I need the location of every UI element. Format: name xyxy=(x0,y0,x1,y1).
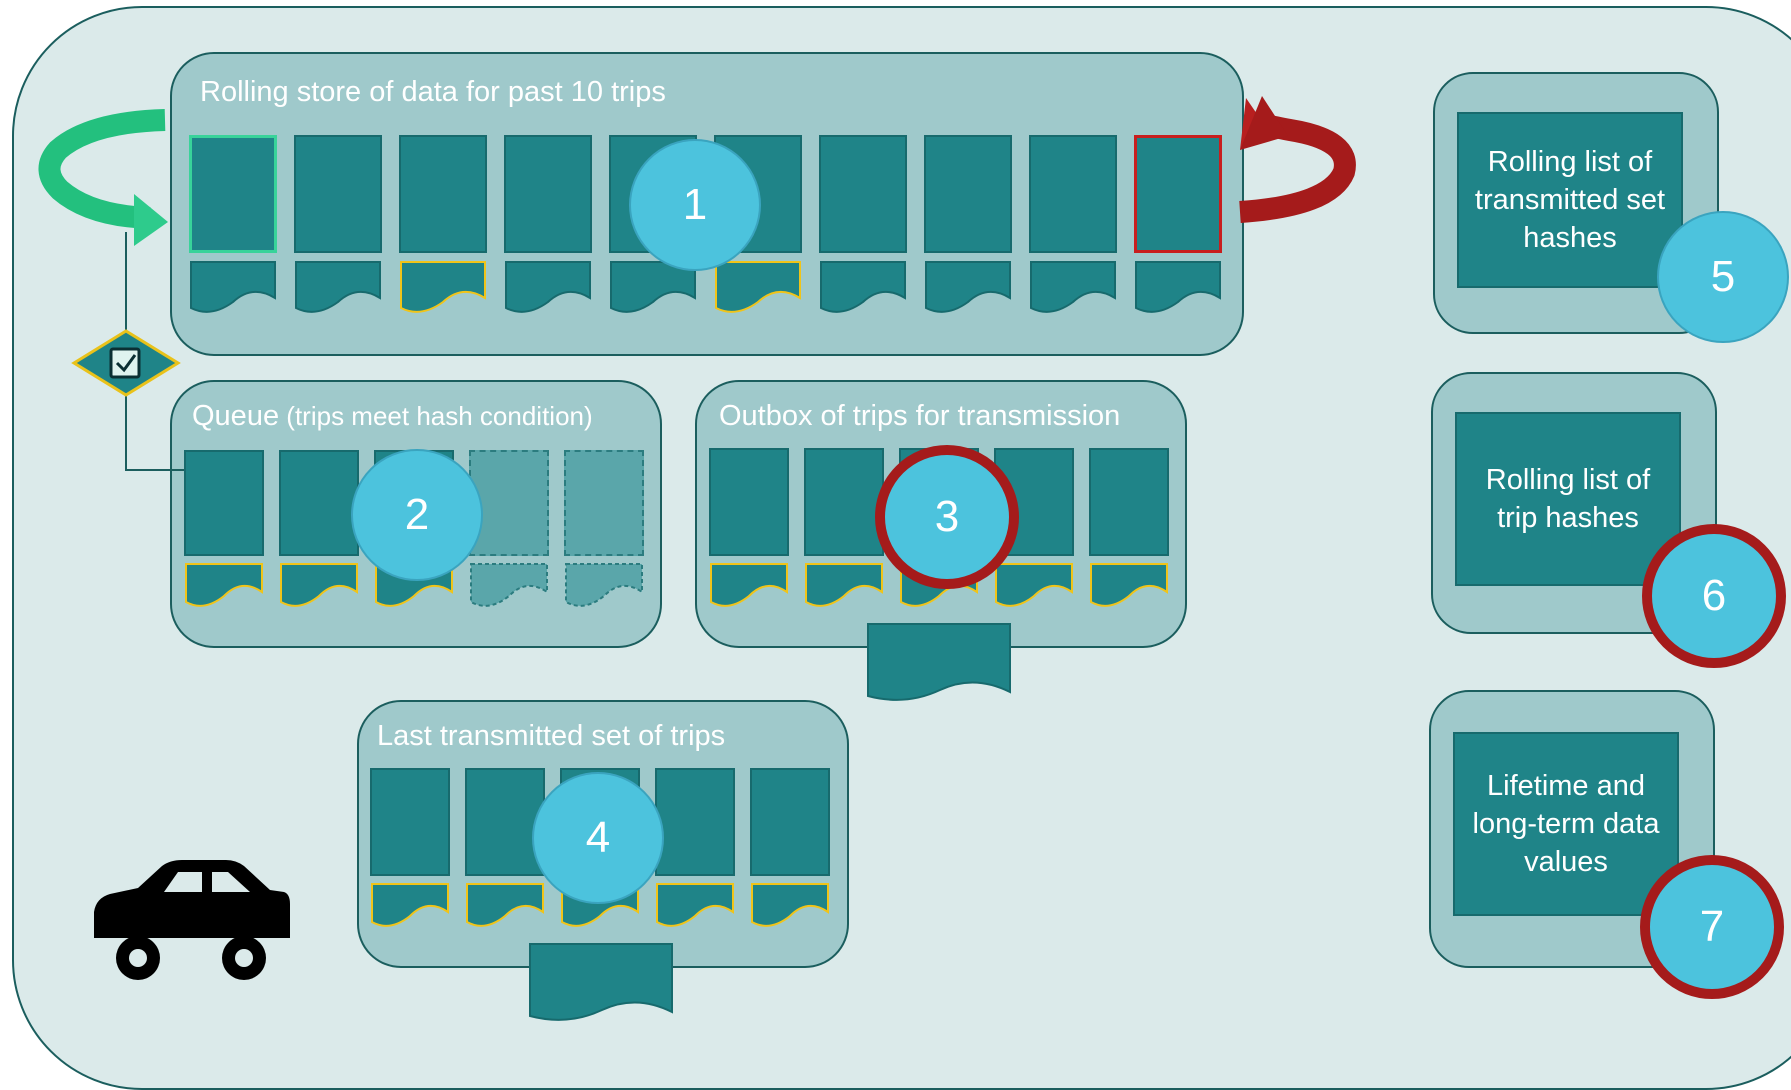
outbox-trip-doc xyxy=(804,562,884,615)
trip-hashes-label: Rolling list of trip hashes xyxy=(1455,412,1681,586)
rolling-store-title: Rolling store of data for past 10 trips xyxy=(200,76,666,108)
car-icon xyxy=(94,860,290,980)
red-arrow-icon xyxy=(1239,96,1356,223)
set-hashes-label: Rolling list of transmitted set hashes xyxy=(1457,112,1683,288)
queue-title-sub: (trips meet hash condition) xyxy=(279,401,593,431)
outbox-title: Outbox of trips for transmission xyxy=(719,400,1121,432)
rolling-store-trip-doc xyxy=(294,260,382,321)
badge-1: 1 xyxy=(629,139,761,271)
rolling-store-trip-card xyxy=(189,135,277,253)
green-arrow-icon xyxy=(38,109,168,246)
rolling-store-trip-doc xyxy=(504,260,592,321)
rolling-store-trip-doc xyxy=(609,260,697,321)
queue-trip-card xyxy=(564,450,644,556)
lifetime-values-label: Lifetime and long-term data values xyxy=(1453,732,1679,916)
queue-title-main: Queue xyxy=(192,400,280,432)
rolling-store-trip-doc xyxy=(714,260,802,321)
rolling-store-trip-doc xyxy=(819,260,907,321)
rolling-store-trip-doc xyxy=(1134,260,1222,321)
outbox-trip-doc xyxy=(994,562,1074,615)
diagram-overlay xyxy=(38,96,1356,980)
rolling-store-trip-card xyxy=(294,135,382,253)
outbox-trip-doc xyxy=(1089,562,1169,615)
last-transmitted-trip-doc xyxy=(465,882,545,935)
queue-trip-doc xyxy=(469,562,549,615)
last-transmitted-trip-card xyxy=(655,768,735,876)
last-transmitted-trip-doc xyxy=(750,882,830,935)
rolling-store-trip-doc xyxy=(1029,260,1117,321)
rolling-store-trip-card xyxy=(1029,135,1117,253)
queue-trip-doc xyxy=(184,562,264,615)
lifetime-values-panel: Lifetime and long-term data values xyxy=(1429,690,1715,968)
last-transmitted-bundle-doc xyxy=(528,942,674,1033)
checkbox-diamond-icon xyxy=(71,329,181,397)
rolling-store-trip-doc xyxy=(924,260,1012,321)
set-hashes-panel: Rolling list of transmitted set hashes xyxy=(1433,72,1719,334)
last-transmitted-trip-card xyxy=(370,768,450,876)
badge-3: 3 xyxy=(875,445,1019,589)
queue-trip-doc xyxy=(279,562,359,615)
queue-connector-line xyxy=(125,232,184,471)
outbox-trip-card xyxy=(709,448,789,556)
rolling-store-trip-doc xyxy=(189,260,277,321)
rolling-store-trip-card xyxy=(924,135,1012,253)
outbox-bundle-doc xyxy=(866,622,1012,713)
badge-2: 2 xyxy=(351,449,483,581)
last-transmitted-trip-card xyxy=(750,768,830,876)
outbox-trip-card xyxy=(1089,448,1169,556)
rolling-store-trip-card xyxy=(399,135,487,253)
badge-4: 4 xyxy=(532,772,664,904)
last-transmitted-trip-card xyxy=(465,768,545,876)
last-transmitted-trip-doc xyxy=(370,882,450,935)
queue-trip-card xyxy=(469,450,549,556)
badge-7: 7 xyxy=(1640,855,1784,999)
badge-6: 6 xyxy=(1642,524,1786,668)
last-transmitted-trip-doc xyxy=(655,882,735,935)
last-transmitted-title: Last transmitted set of trips xyxy=(377,720,726,752)
rolling-store-trip-card xyxy=(1134,135,1222,253)
badge-5: 5 xyxy=(1657,211,1789,343)
rolling-store-trip-card xyxy=(819,135,907,253)
queue-title: Queue (trips meet hash condition) xyxy=(192,400,593,433)
queue-trip-doc xyxy=(564,562,644,615)
rolling-store-trip-doc xyxy=(399,260,487,321)
outbox-trip-doc xyxy=(709,562,789,615)
queue-trip-card xyxy=(184,450,264,556)
rolling-store-trip-card xyxy=(504,135,592,253)
